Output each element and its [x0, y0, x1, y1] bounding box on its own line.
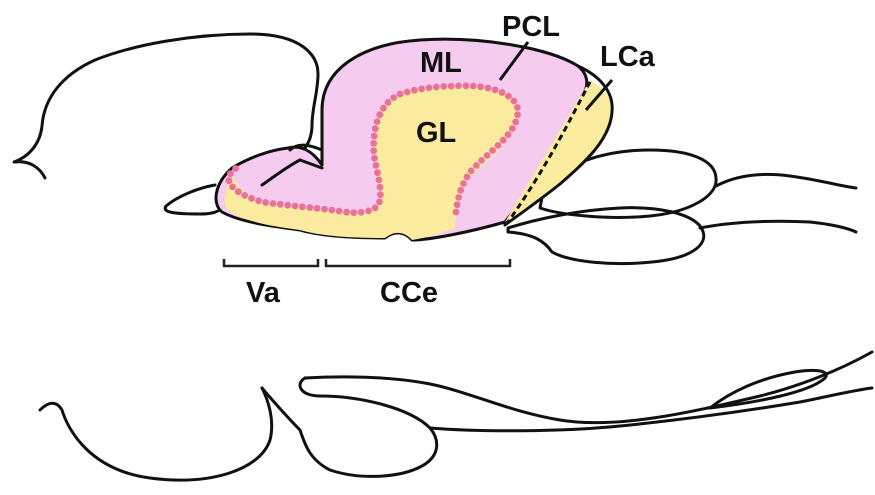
- purkinje-cell-dot: [321, 206, 328, 213]
- purkinje-cell-dot: [232, 165, 239, 172]
- purkinje-cell-dot: [457, 187, 464, 194]
- purkinje-cell-dot: [505, 131, 512, 138]
- purkinje-cell-dot: [376, 177, 383, 184]
- purkinje-cell-dot: [460, 180, 467, 187]
- purkinje-cell-dot: [492, 86, 499, 93]
- purkinje-cell-dot: [299, 203, 306, 210]
- purkinje-cell-dot: [385, 99, 392, 106]
- purkinje-cell-dot: [270, 200, 277, 207]
- purkinje-cell-dot: [284, 202, 291, 209]
- purkinje-cell-dot: [489, 147, 496, 154]
- purkinje-cell-dot: [505, 93, 512, 100]
- purkinje-cell-dot: [448, 83, 455, 90]
- purkinje-cell-dot: [376, 199, 383, 206]
- purkinje-cell-dot: [306, 204, 313, 211]
- tectum-outline: [165, 185, 222, 214]
- purkinje-cell-dot: [404, 89, 411, 96]
- purkinje-cell-dot: [397, 91, 404, 98]
- cce-bracket: [326, 259, 510, 266]
- purkinje-cell-dot: [453, 209, 460, 216]
- purkinje-cell-dot: [470, 83, 477, 90]
- purkinje-cell-dot: [484, 152, 491, 159]
- purkinje-cell-dot: [514, 111, 521, 118]
- purkinje-cell-dot: [314, 205, 321, 212]
- purkinje-cell-dot: [418, 86, 425, 93]
- purkinje-cell-dot: [373, 162, 380, 169]
- purkinje-cell-dot: [248, 195, 255, 202]
- purkinje-cell-dot: [371, 155, 378, 162]
- purkinje-cell-dot: [227, 170, 234, 177]
- purkinje-cell-dot: [377, 191, 384, 198]
- purkinje-cell-dot: [485, 85, 492, 92]
- purkinje-cell-dot: [235, 188, 242, 195]
- purkinje-cell-dot: [478, 157, 485, 164]
- purkinje-cell-dot: [370, 147, 377, 154]
- ventral-left-lobe: [40, 388, 272, 480]
- purkinje-cell-dot: [380, 105, 387, 112]
- ventral-middle-lobe: [262, 378, 437, 476]
- purkinje-cell-dot: [468, 168, 475, 175]
- purkinje-cell-dot: [411, 87, 418, 94]
- purkinje-cell-dot: [365, 208, 372, 215]
- region-brackets: [224, 259, 510, 266]
- purkinje-cell-dot: [464, 174, 471, 181]
- purkinje-cell-dot: [328, 207, 335, 214]
- purkinje-cell-dot: [495, 142, 502, 149]
- cce-fold-line: [290, 116, 322, 150]
- purkinje-cell-dot: [514, 104, 521, 111]
- purkinje-cell-dot: [454, 201, 461, 208]
- purkinje-cell-dot: [374, 169, 381, 176]
- purkinje-cell-dot: [473, 162, 480, 169]
- purkinje-cell-dot: [292, 203, 299, 210]
- purkinje-cell-dot: [372, 125, 379, 132]
- spinal-cord-outline: [700, 174, 856, 232]
- purkinje-cell-dot: [377, 184, 384, 191]
- purkinje-cell-dot: [370, 140, 377, 147]
- purkinje-cell-dot: [455, 83, 462, 90]
- purkinje-cell-dot: [499, 89, 506, 96]
- purkinje-cell-dot: [374, 118, 381, 125]
- purkinje-cell-dot: [426, 84, 433, 91]
- label-ml: ML: [420, 47, 462, 79]
- label-pcl: PCL: [502, 11, 560, 43]
- purkinje-cell-dot: [358, 209, 365, 216]
- label-lca: LCa: [600, 41, 656, 73]
- purkinje-cell-dot: [372, 204, 379, 211]
- purkinje-cell-dot: [229, 184, 236, 191]
- label-gl: GL: [416, 117, 456, 149]
- purkinje-cell-dot: [433, 84, 440, 91]
- purkinje-cell-dot: [255, 197, 262, 204]
- ventral-brain-outline: [40, 352, 872, 480]
- purkinje-cell-dot: [455, 194, 462, 201]
- purkinje-cell-dot: [440, 83, 447, 90]
- purkinje-cell-dot: [511, 98, 518, 105]
- purkinje-cell-dot: [371, 133, 378, 140]
- purkinje-cell-dot: [262, 199, 269, 206]
- purkinje-cell-dot: [350, 209, 357, 216]
- ventral-bottom-edge: [430, 388, 872, 431]
- va-bracket: [224, 259, 318, 266]
- label-va: Va: [246, 277, 281, 309]
- purkinje-cell-dot: [500, 137, 507, 144]
- purkinje-cell-dot: [512, 119, 519, 126]
- purkinje-cell-dot: [376, 111, 383, 118]
- label-cce: CCe: [380, 277, 438, 309]
- purkinje-cell-dot: [241, 192, 248, 199]
- ventral-right-body: [305, 352, 872, 423]
- purkinje-cell-dot: [477, 83, 484, 90]
- purkinje-cell-dot: [463, 82, 470, 89]
- purkinje-cell-dot: [390, 94, 397, 101]
- purkinje-cell-dot: [336, 208, 343, 215]
- purkinje-cell-dot: [343, 209, 350, 216]
- purkinje-cell-dot: [277, 201, 284, 208]
- purkinje-cell-dot: [509, 125, 516, 132]
- purkinje-cell-dot: [226, 177, 233, 184]
